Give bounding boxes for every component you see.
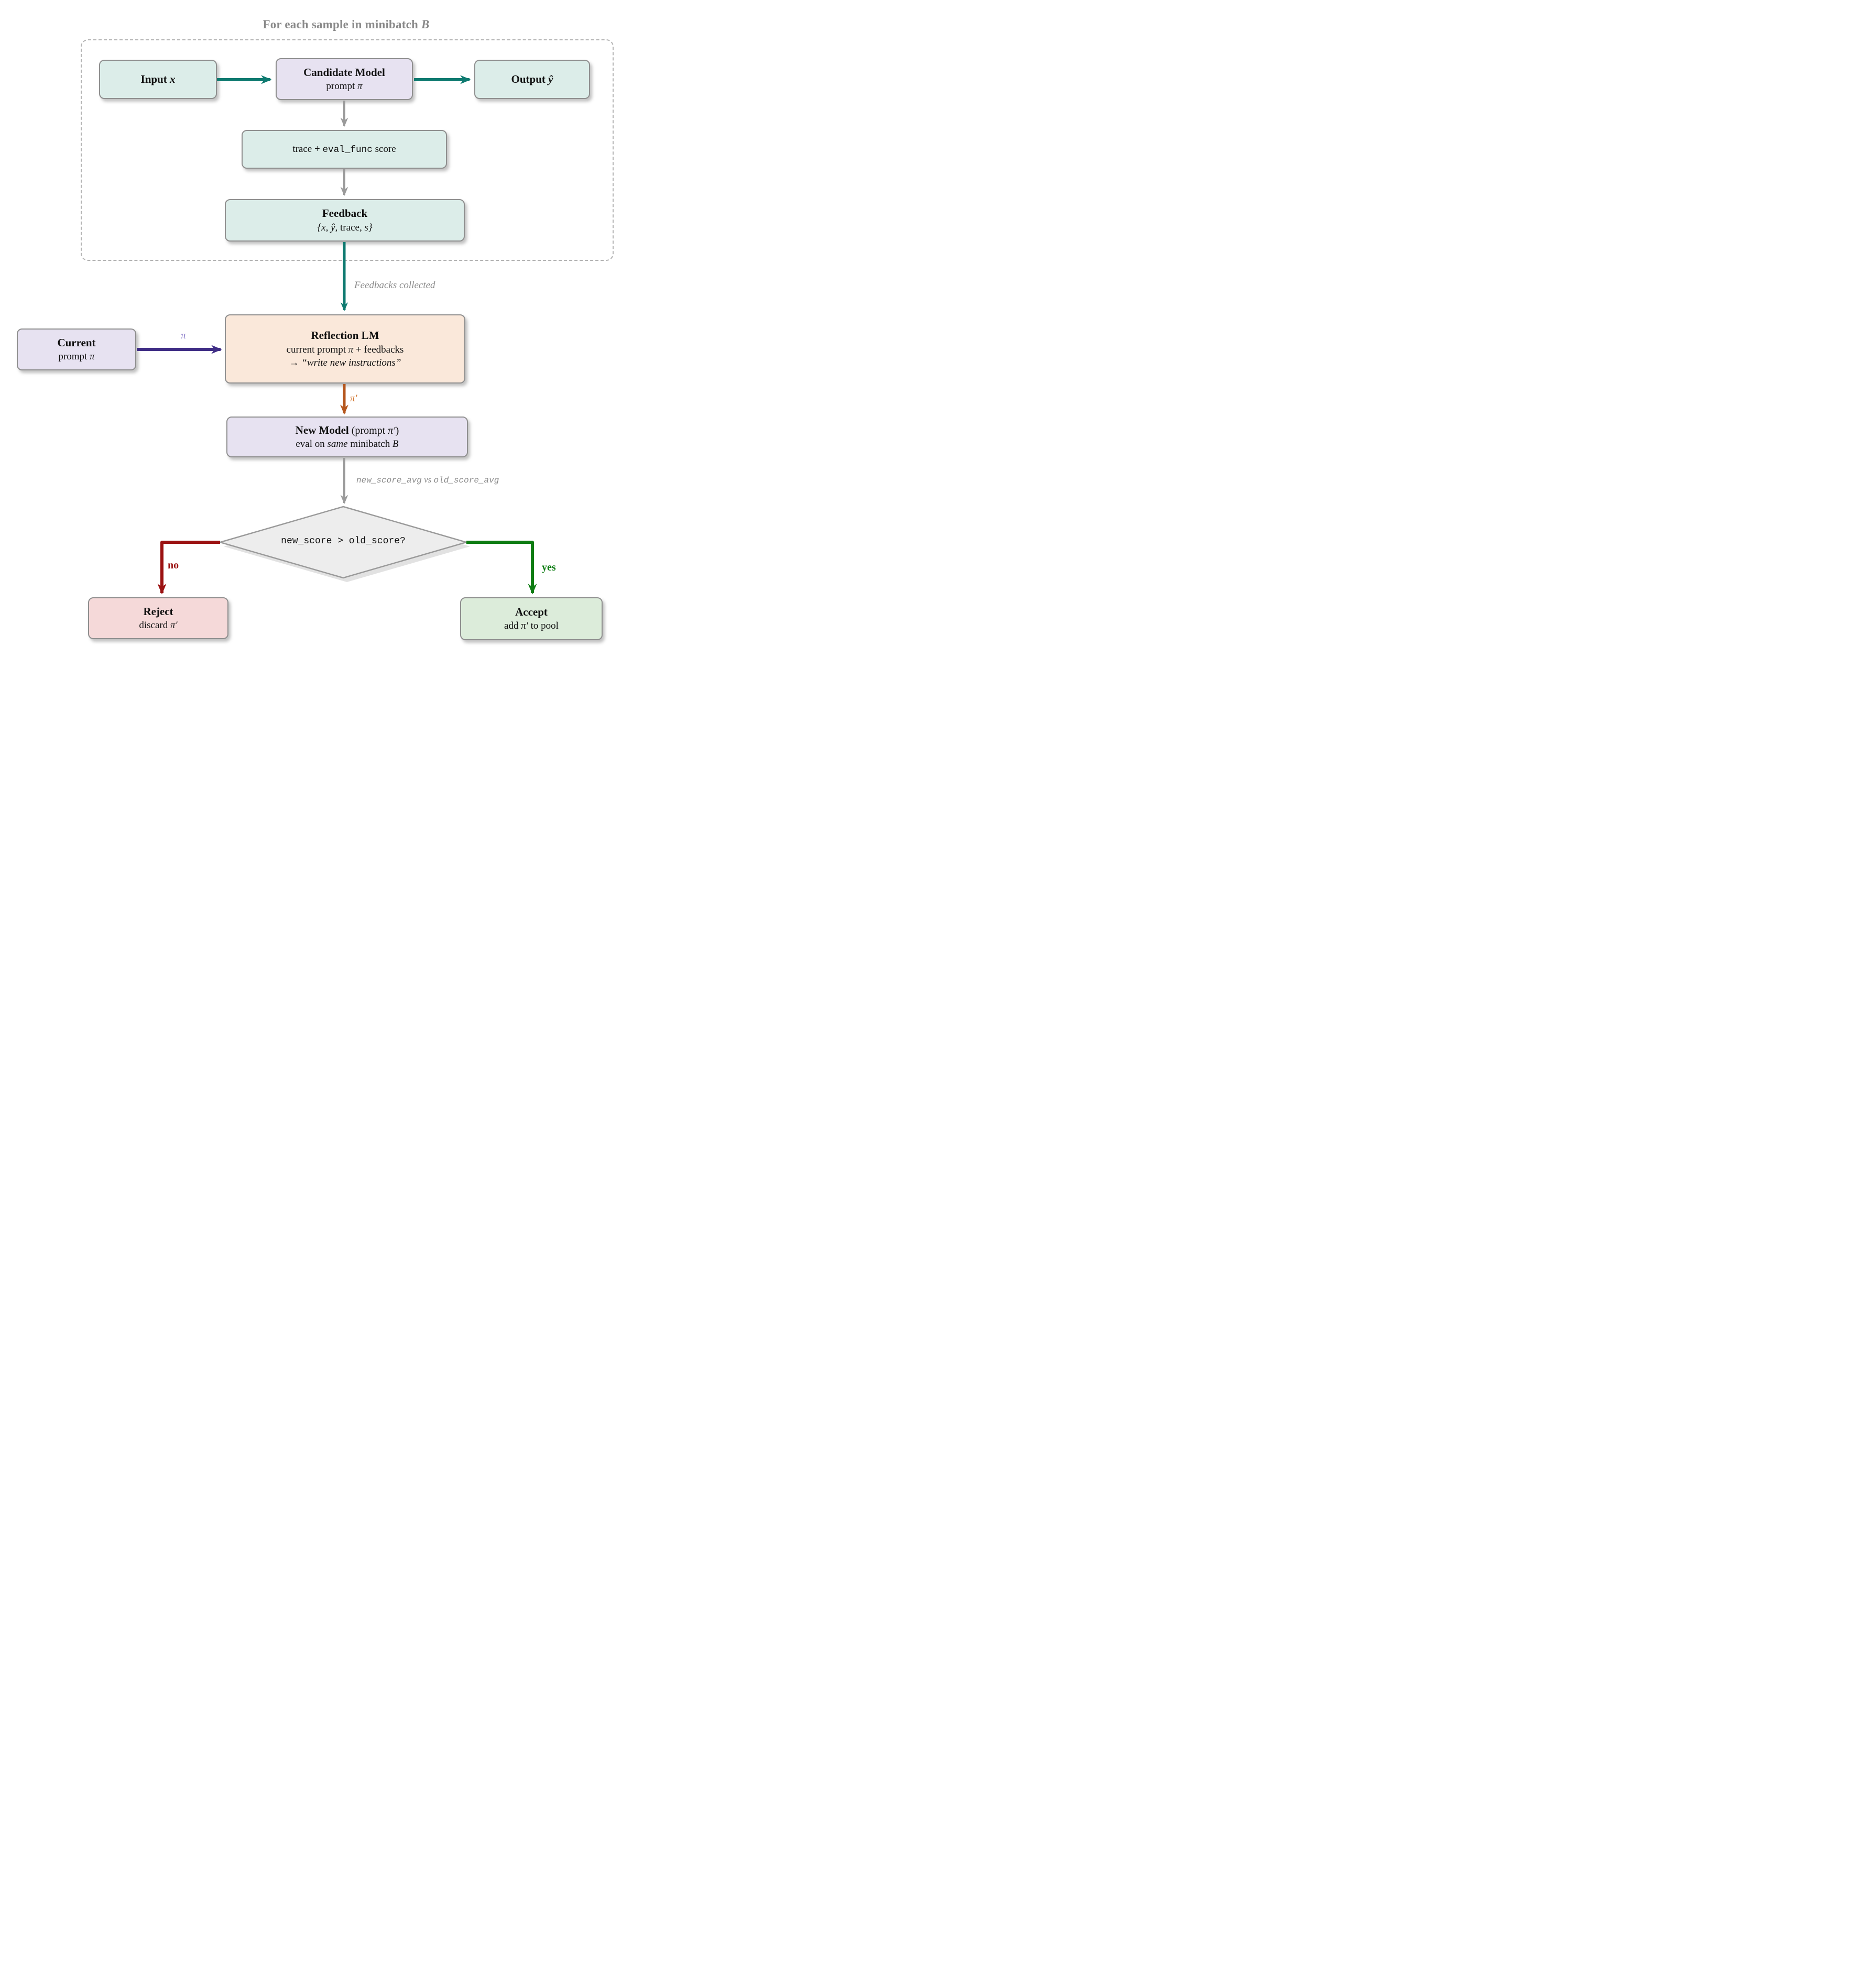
minibatch-loop-group [81, 39, 614, 261]
reflection-lm-node: Reflection LM current prompt π + feedbac… [225, 314, 465, 384]
minibatch-b-symbol: B [392, 439, 399, 450]
reflection-line2-pre: current prompt [286, 344, 348, 355]
current-pi-symbol: π [90, 351, 95, 363]
prompt-word: prompt [326, 81, 358, 92]
new-score-avg-code: new_score_avg [356, 476, 422, 485]
accept-line2: add π′ to pool [504, 619, 559, 632]
output-node-label: Output ŷ [511, 72, 553, 87]
yes-branch-label: yes [542, 562, 556, 573]
input-node-label: Input x [141, 72, 176, 87]
reject-title: Reject [143, 605, 173, 618]
write-new-instructions-quote: “write new instructions” [301, 357, 401, 368]
feedback-set-post: , s} [359, 222, 373, 233]
current-prompt-node: Current prompt π [17, 328, 136, 370]
feedback-set-pre: {x, ŷ, [317, 222, 341, 233]
new-model-line2: eval on same minibatch B [296, 437, 398, 451]
pi-symbol: π [357, 81, 363, 92]
trace-eval-label: trace + eval_func score [292, 143, 396, 156]
candidate-model-title: Candidate Model [303, 65, 385, 79]
no-branch-label: no [168, 560, 179, 571]
score-word: score [372, 143, 396, 155]
reflection-lm-line2: current prompt π + feedbacks [287, 343, 404, 356]
input-node: Input x [99, 60, 217, 99]
reflection-lm-line3: → “write new instructions” [289, 356, 401, 369]
candidate-model-node: Candidate Model prompt π [276, 58, 413, 100]
reject-pi-prime-symbol: π′ [170, 620, 178, 631]
output-node: Output ŷ [474, 60, 590, 99]
feedbacks-collected-label: Feedbacks collected [354, 280, 435, 291]
new-model-node: New Model (prompt π′) eval on same minib… [226, 417, 468, 457]
decision-diamond-shadow [224, 511, 470, 582]
same-word-italic: same [327, 439, 348, 450]
minibatch-symbol: B [421, 18, 430, 31]
pi-arrow-label: π [181, 330, 186, 341]
input-word: Input [140, 72, 170, 85]
accept-title: Accept [515, 605, 548, 618]
discard-word: discard [139, 620, 170, 631]
candidate-model-subtitle: prompt π [326, 80, 362, 93]
trace-eval-node: trace + eval_func score [242, 130, 447, 169]
output-word: Output [511, 72, 549, 85]
new-model-pi-prime: π′ [388, 424, 396, 436]
input-x-symbol: x [169, 72, 176, 85]
output-yhat-symbol: ŷ [548, 72, 553, 85]
feedback-title: Feedback [322, 207, 368, 220]
current-prompt-title: Current [57, 336, 96, 349]
to-pool-words: to pool [528, 620, 559, 632]
flowchart-canvas: For each sample in minibatch B Input x C… [0, 0, 629, 658]
minibatch-loop-title-text: For each sample in minibatch [263, 18, 421, 31]
reflection-pi-symbol: π [348, 344, 354, 355]
trace-word: trace + [292, 143, 323, 155]
accept-node: Accept add π′ to pool [460, 597, 603, 640]
new-model-bold: New Model [295, 423, 349, 436]
minibatch-loop-title: For each sample in minibatch B [81, 18, 612, 31]
eval-func-code: eval_func [322, 144, 373, 155]
accept-pi-prime-symbol: π′ [521, 620, 528, 632]
feedback-set: {x, ŷ, trace, s} [318, 221, 373, 234]
current-prompt-subtitle: prompt π [58, 350, 94, 363]
vs-word: vs [421, 475, 434, 485]
maps-to-arrow-glyph: → [289, 357, 302, 368]
reflection-line2-post: + feedbacks [353, 344, 404, 355]
feedback-set-trace: trace [340, 222, 359, 233]
reject-node: Reject discard π′ [88, 597, 228, 639]
reflection-lm-title: Reflection LM [311, 329, 379, 342]
score-compare-label: new_score_avg vs old_score_avg [356, 475, 499, 485]
minibatch-word: minibatch [347, 439, 393, 450]
old-score-avg-code: old_score_avg [433, 476, 499, 485]
reject-line2: discard π′ [139, 619, 177, 632]
add-word: add [504, 620, 521, 632]
decision-question: new_score > old_score? [281, 536, 406, 546]
pi-prime-arrow-label: π′ [350, 393, 357, 404]
new-model-mid: (prompt [348, 424, 388, 436]
eval-on-words: eval on [296, 439, 328, 450]
feedback-node: Feedback {x, ŷ, trace, s} [225, 199, 465, 242]
arrow-decision-yes-to-accept [466, 541, 537, 595]
new-model-title: New Model (prompt π′) [296, 423, 399, 438]
new-model-paren: ) [395, 424, 399, 436]
current-prompt-word: prompt [58, 351, 90, 363]
